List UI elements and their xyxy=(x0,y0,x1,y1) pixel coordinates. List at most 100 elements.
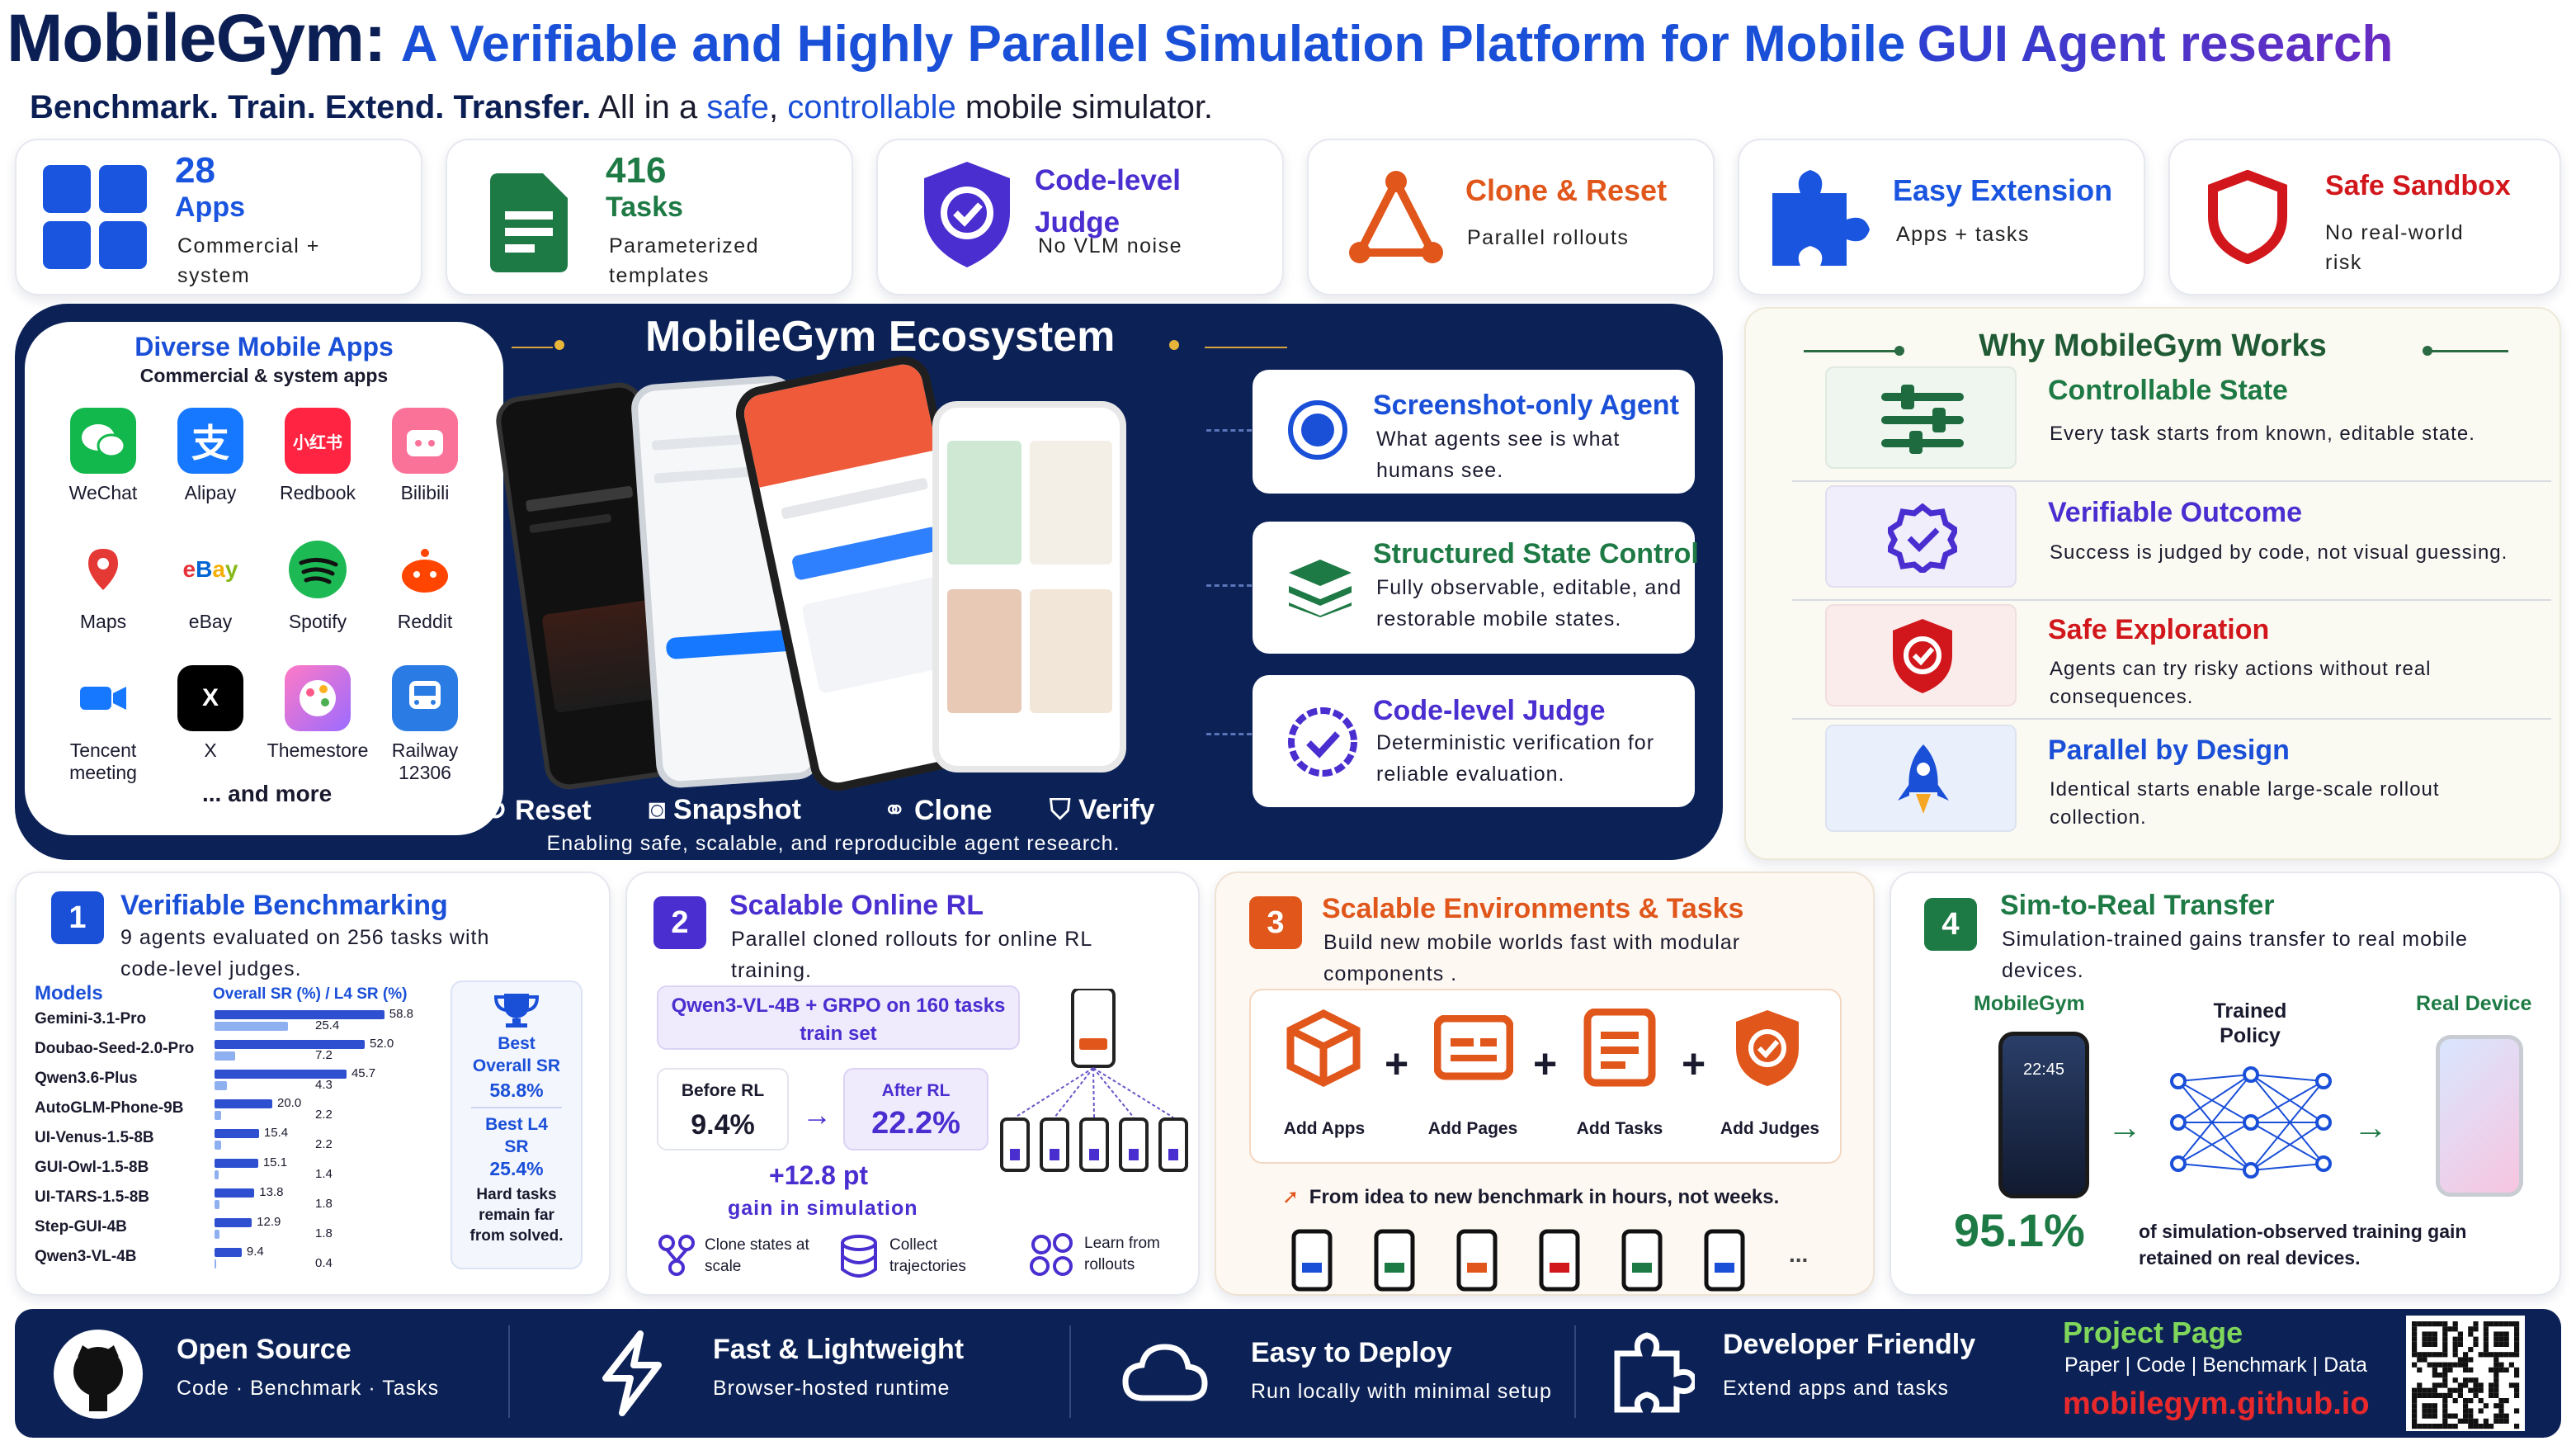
x-logo-icon: X xyxy=(177,665,243,731)
feature-title: Structured State Control xyxy=(1373,538,1699,569)
section-desc: Parallel cloned rollouts for online RL t… xyxy=(731,928,1092,982)
chart-bar-l4 xyxy=(215,1051,236,1061)
clone-states-icon xyxy=(658,1235,695,1276)
judge-shield-icon xyxy=(1736,1010,1799,1086)
wechat-icon xyxy=(70,408,136,474)
footer-desc: Run locally with minimal setup xyxy=(1251,1380,1552,1403)
app-grid-icon xyxy=(43,165,147,269)
phone-card xyxy=(947,441,1021,565)
maps-pin-icon xyxy=(70,536,136,602)
why-icon-box xyxy=(1825,725,2017,832)
bilibili-icon xyxy=(392,408,458,474)
chart-bar-overall xyxy=(215,1188,255,1198)
footer-divider xyxy=(1069,1325,1071,1418)
tagline: Benchmark. Train. Extend. Transfer. All … xyxy=(30,89,1213,126)
best-l4-label: Best L4 SR xyxy=(485,1114,548,1156)
app-label: Maps xyxy=(79,611,127,632)
feature-title: Screenshot-only Agent xyxy=(1373,390,1679,421)
plus-sign: + xyxy=(1385,1041,1409,1087)
stat-card-sandbox: Safe Sandbox No real-world risk xyxy=(2168,139,2561,295)
alipay-icon: 支 xyxy=(177,408,243,474)
chart-category-label: AutoGLM-Phone-9B xyxy=(35,1099,184,1117)
reddit-icon xyxy=(392,536,458,602)
rl-feature-label: Learn from rollouts xyxy=(1084,1235,1160,1273)
phone-content-line xyxy=(781,477,929,520)
chart-bar-l4 xyxy=(215,1170,219,1179)
section-online-rl: 2 Scalable Online RL Parallel cloned rol… xyxy=(625,872,1200,1296)
tagline-safe: safe xyxy=(706,89,769,125)
after-rl-box: After RL 22.2% xyxy=(843,1068,988,1150)
themestore-icon xyxy=(285,665,351,731)
brain-network-icon xyxy=(1030,1233,1073,1276)
apps-panel: Diverse Mobile Apps Commercial & system … xyxy=(25,322,503,835)
page-title: MobileGym: A Verifiable and Highly Paral… xyxy=(7,0,2573,91)
sandbox-title: Safe Sandbox xyxy=(2325,170,2511,201)
section-number: 4 xyxy=(1924,898,1977,951)
chart-bar-l4 xyxy=(215,1111,221,1120)
chart-value-label: 9.4 xyxy=(246,1245,264,1259)
project-links[interactable]: Paper | Code | Benchmark | Data xyxy=(2064,1354,2367,1377)
stat-card-extension: Easy Extension Apps + tasks xyxy=(1738,139,2145,295)
why-separator xyxy=(1792,480,2551,482)
apps-and-more: ... and more xyxy=(202,781,333,806)
chart-category-label: GUI-Owl-1.5-8B xyxy=(35,1159,149,1176)
chart-value-label: 0.4 xyxy=(315,1256,333,1270)
tagline-controllable: controllable xyxy=(787,89,956,125)
chart-value-label: 2.2 xyxy=(315,1108,333,1122)
why-item-desc: Agents can try risky actions without rea… xyxy=(2050,658,2432,708)
database-icon xyxy=(841,1235,877,1278)
tencent-meeting-icon xyxy=(70,665,136,731)
extension-title: Easy Extension xyxy=(1893,173,2113,207)
footer-title: Developer Friendly xyxy=(1723,1329,1976,1360)
chart-value-label: 20.0 xyxy=(277,1096,302,1110)
cube-icon xyxy=(1286,1009,1361,1088)
title-divider xyxy=(512,347,553,348)
best-overall-label: Best Overall SR xyxy=(472,1034,561,1076)
chart-value-label: 1.8 xyxy=(315,1226,333,1240)
chart-category-label: Qwen3-VL-4B xyxy=(35,1248,137,1265)
section-number: 3 xyxy=(1249,896,1302,949)
qr-code[interactable] xyxy=(2406,1316,2525,1431)
apps-count: 28 xyxy=(175,150,215,191)
spotify-icon xyxy=(285,536,351,602)
stat-card-judge: Code-level Judge No VLM noise xyxy=(876,139,1284,295)
github-icon xyxy=(54,1330,143,1419)
connector xyxy=(1206,584,1252,587)
action-reset: ↻ Reset xyxy=(484,794,592,827)
action-snapshot: ◙ Snapshot xyxy=(649,794,801,826)
action-verify: ⛉ Verify xyxy=(1050,794,1155,826)
why-icon-box xyxy=(1825,604,2017,706)
badge-check-icon xyxy=(1288,707,1357,777)
stat-card-clone: Clone & Reset Parallel rollouts xyxy=(1307,139,1715,295)
gain-value: +12.8 pt xyxy=(769,1160,869,1190)
rl-feature-label: Collect trajectories xyxy=(889,1236,966,1275)
redbook-icon: 小红书 xyxy=(285,408,351,474)
app-label: Reddit xyxy=(397,611,453,632)
models-label: Models xyxy=(35,982,103,1004)
app-tencent-meeting: Tencent meeting xyxy=(50,665,157,784)
rl-feature-row: Clone states at scale Collect trajectori… xyxy=(657,1230,1193,1287)
before-rl-box: Before RL 9.4% xyxy=(657,1068,789,1150)
verified-badge-icon xyxy=(1888,503,1957,573)
app-railway: Railway 12306 xyxy=(371,665,479,784)
feature-title: Code-level Judge xyxy=(1373,695,1606,726)
stat-card-tasks: 416 Tasks Parameterized templates xyxy=(446,139,853,295)
feature-desc: Deterministic verification for reliable … xyxy=(1376,731,1655,786)
project-url[interactable]: mobilegym.github.io xyxy=(2063,1387,2370,1421)
arrow-right-icon: → xyxy=(2107,1108,2142,1146)
why-item-title: Controllable State xyxy=(2048,375,2288,406)
ecosystem-footer: Enabling safe, scalable, and reproducibl… xyxy=(546,832,1121,855)
chart-category-label: Gemini-3.1-Pro xyxy=(35,1010,147,1028)
module-label: Add Tasks xyxy=(1576,1119,1663,1138)
sec3-tagline: From idea to new benchmark in hours, not… xyxy=(1309,1186,1780,1208)
footer-title: Easy to Deploy xyxy=(1251,1337,1452,1368)
section-number: 2 xyxy=(653,896,706,949)
phone-content-line xyxy=(653,465,762,484)
modules-box: Add Apps + Add Pages + Add Tasks + Add J… xyxy=(1249,989,1842,1164)
project-title: Project Page xyxy=(2063,1316,2243,1349)
chart-value-label: 25.4 xyxy=(315,1018,340,1032)
phone-content-line xyxy=(525,485,634,513)
best-overall-value: 58.8% xyxy=(489,1079,544,1101)
action-label: Snapshot xyxy=(673,794,801,825)
